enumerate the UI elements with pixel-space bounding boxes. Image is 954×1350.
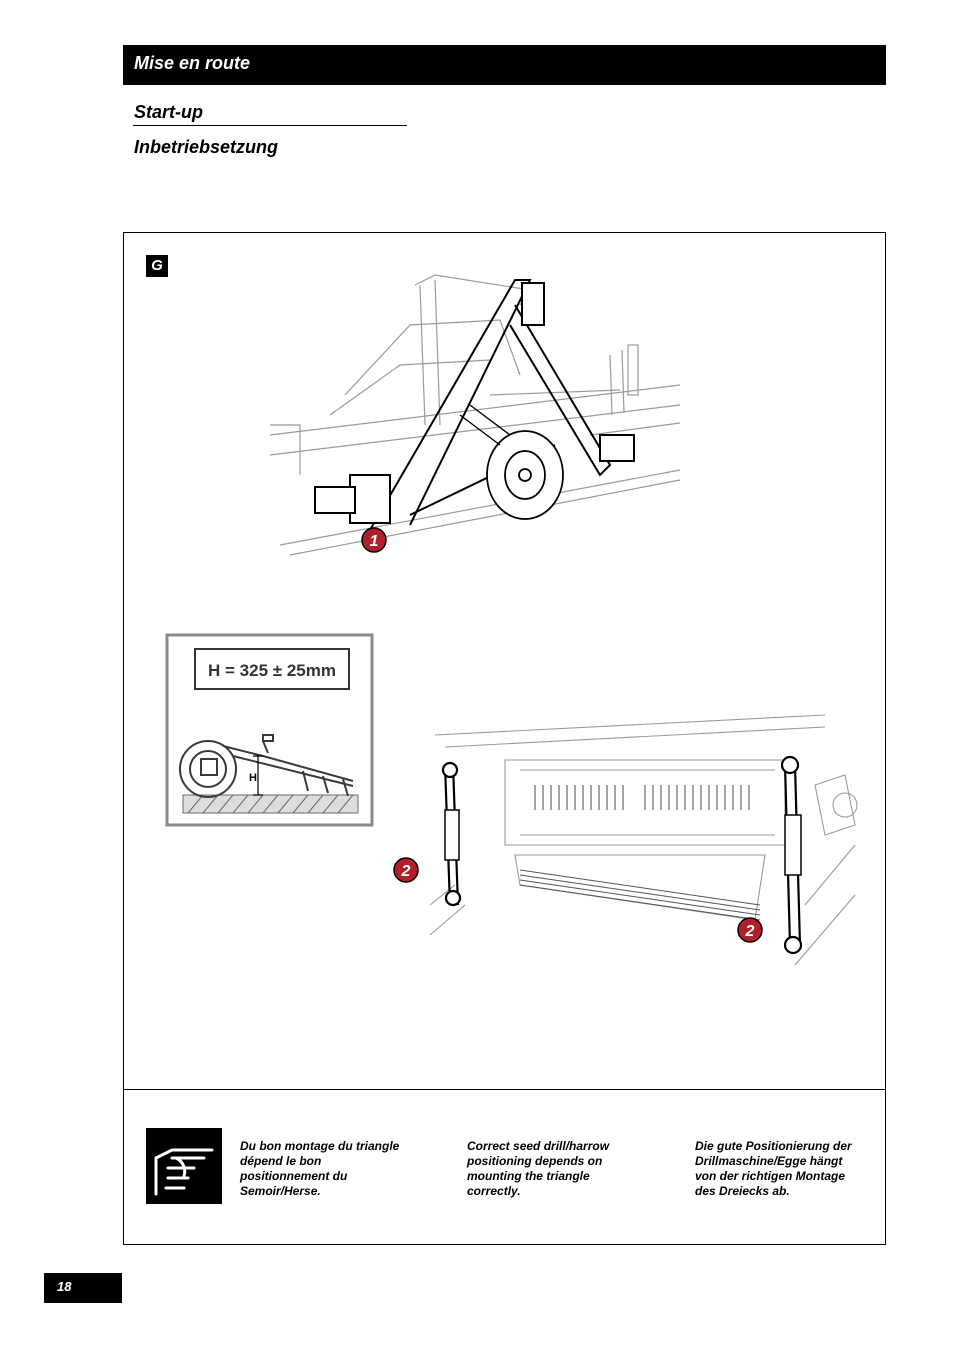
height-setting-inset: H = 325 ± 25mm H	[165, 633, 374, 827]
frame-divider	[123, 1089, 886, 1090]
subtitle-german: Inbetriebsetzung	[134, 137, 279, 157]
triangle-hitch-illustration	[269, 274, 681, 556]
callout-2-left-badge: 2	[393, 857, 419, 883]
callout-2-right-number: 2	[745, 923, 755, 940]
callout-1-badge: 1	[361, 527, 387, 553]
figure-badge: G	[146, 255, 168, 277]
inset-height-label: H = 325 ± 25mm	[208, 661, 336, 680]
callout-2-left-number: 2	[401, 863, 411, 880]
page-number: 18	[57, 1279, 72, 1294]
figure-frame	[123, 232, 886, 1245]
inset-dim-letter: H	[249, 772, 257, 784]
callout-2-right-badge: 2	[737, 917, 763, 943]
callout-1-number: 1	[370, 533, 379, 550]
rear-view-links-illustration	[429, 714, 858, 966]
note-english: Correct seed drill/harrow positioning de…	[467, 1139, 610, 1198]
page-number-box: 18	[44, 1273, 122, 1303]
hand-pointer-icon	[146, 1128, 222, 1204]
note-french: Du bon montage du triangle dépend le bon…	[240, 1139, 400, 1198]
section-title: Mise en route	[134, 53, 251, 73]
note-german: Die gute Positionierung der Drillmaschin…	[695, 1139, 852, 1198]
subtitle-english: Start-up	[134, 102, 203, 122]
subtitle-rule	[133, 125, 407, 126]
section-header-bar: Mise en route	[123, 45, 886, 85]
